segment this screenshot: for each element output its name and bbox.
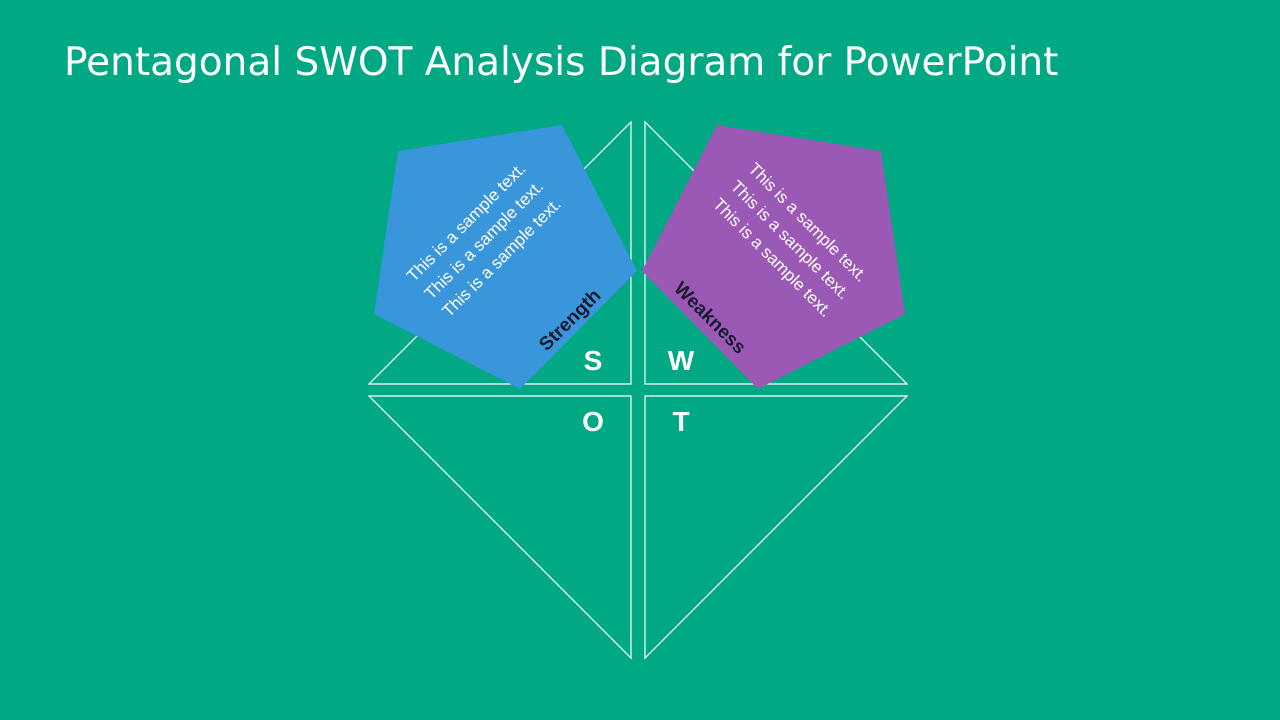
quadrant-o-triangle: [367, 395, 632, 660]
quadrant-letter-w: W: [668, 345, 695, 376]
strength-pentagon[interactable]: [374, 125, 637, 389]
quadrant-t-triangle: [644, 395, 909, 660]
weakness-pentagon[interactable]: [642, 125, 905, 389]
quadrant-letter-t: T: [672, 406, 689, 437]
slide-title: Pentagonal SWOT Analysis Diagram for Pow…: [64, 40, 1059, 85]
quadrant-letter-o: O: [582, 406, 604, 437]
quadrant-letter-s: S: [584, 345, 603, 376]
